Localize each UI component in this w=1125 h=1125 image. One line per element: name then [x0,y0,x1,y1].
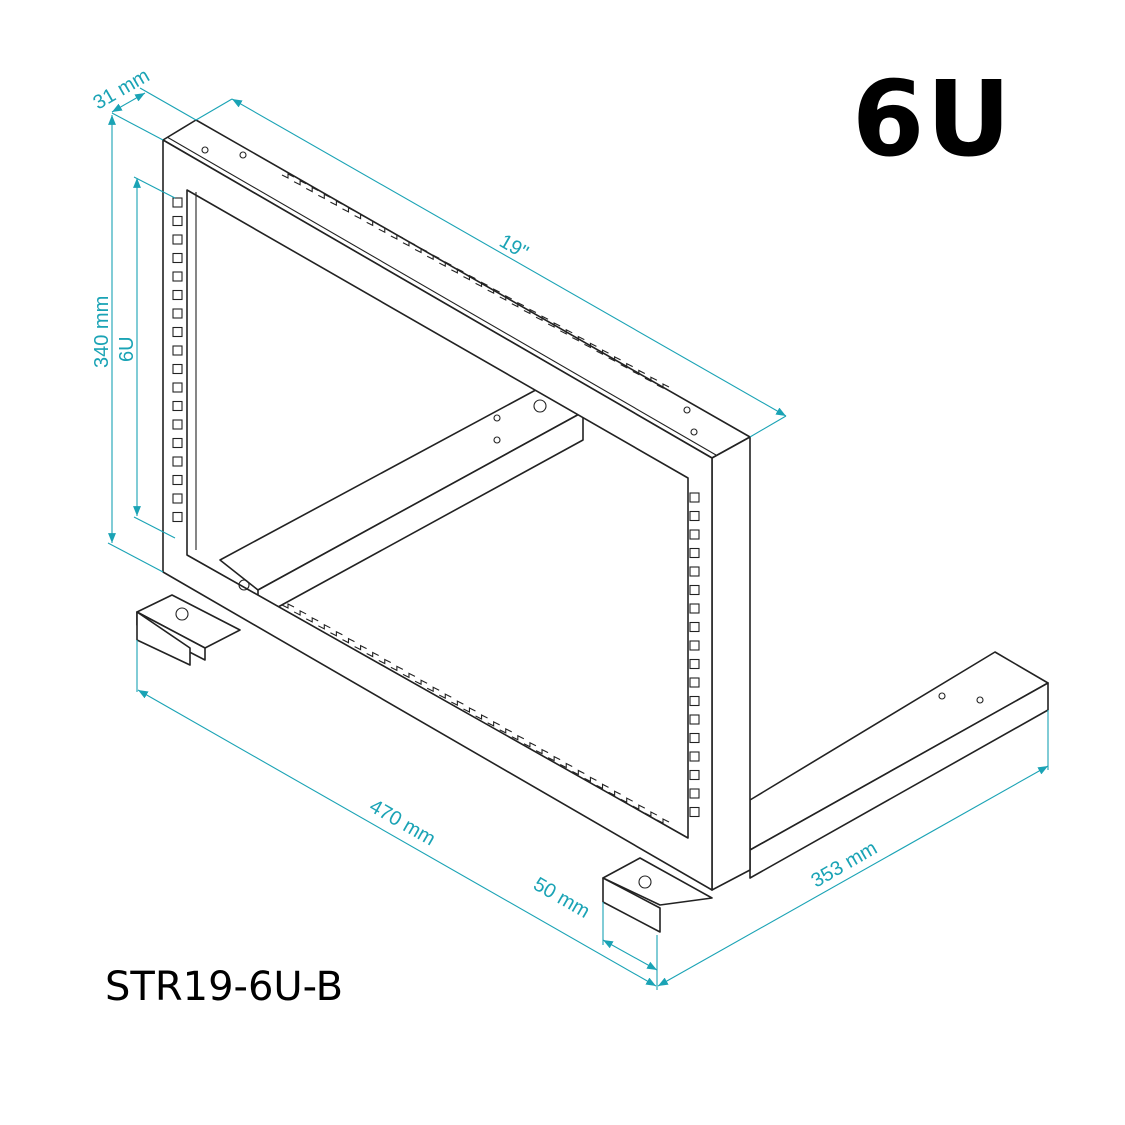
bottom-slot [281,603,295,609]
left-rail-hole [172,271,183,282]
right-rail-hole [689,621,700,633]
dim-340mm: 340 mm [91,115,164,573]
bottom-slot [402,672,416,679]
left-rail-hole [172,363,183,375]
bottom-slot [293,610,307,616]
bottom-slot [318,623,331,630]
dim-label-50mm: 50 mm [530,873,594,923]
bottom-slot [378,658,392,665]
right-rail-hole [689,510,700,522]
dim-19in: 19" [195,98,787,438]
left-rail-hole [172,197,183,208]
bottom-slot [330,630,343,637]
bottom-slot [305,616,319,623]
left-rail-hole [172,215,183,227]
left-rail-hole [172,289,183,301]
right-rail-hole [689,492,700,503]
left-rail-hole [172,456,183,467]
right-rail-hole [689,732,700,744]
model-number: STR19-6U-B [105,964,344,1010]
right-rail-hole [689,714,700,725]
right-rail-hole [689,640,700,651]
left-rail-hole [172,511,183,523]
left-foot [136,594,241,666]
bottom-slot [414,679,428,686]
right-rail-hole [689,584,700,596]
right-rail-hole [689,547,700,559]
right-rail-hole [689,751,700,762]
left-rail-hole [172,308,183,319]
bottom-slot [342,637,355,644]
left-rail-hole [172,437,183,449]
right-rail-hole [689,695,700,707]
left-rail-hole [172,345,183,356]
dim-label-470mm: 470 mm [366,795,440,850]
right-base-rail [749,651,1049,879]
left-rail-hole [172,419,183,430]
right-rail-hole [689,603,700,614]
left-rail-hole [172,234,183,245]
bottom-slot [390,665,404,672]
bottom-slot [366,651,379,658]
left-rail-hole [172,382,183,393]
bottom-slot [354,644,367,651]
right-rail-hole [689,566,700,577]
left-rail-hole [172,326,183,338]
dim-label-19in: 19" [496,230,532,264]
right-rail-hole [689,529,700,540]
left-rail-hole [172,252,183,264]
dim-label-6u: 6U [116,336,138,362]
right-rail-hole [689,658,700,670]
dim-label-340mm: 340 mm [91,296,113,368]
bottom-slot [426,686,440,693]
rack-units-title: 6U [852,58,1013,180]
rear-base-rail [219,384,584,619]
right-rail-hole [689,677,700,688]
left-rail-hole [172,400,183,412]
dim-label-353mm: 353 mm [808,837,882,892]
dim-6u: 6U [116,176,176,539]
bottom-slot [439,693,452,700]
left-rail-hole [172,474,183,486]
dim-31mm: 31 mm [90,65,197,141]
left-rail-hole [172,493,183,504]
